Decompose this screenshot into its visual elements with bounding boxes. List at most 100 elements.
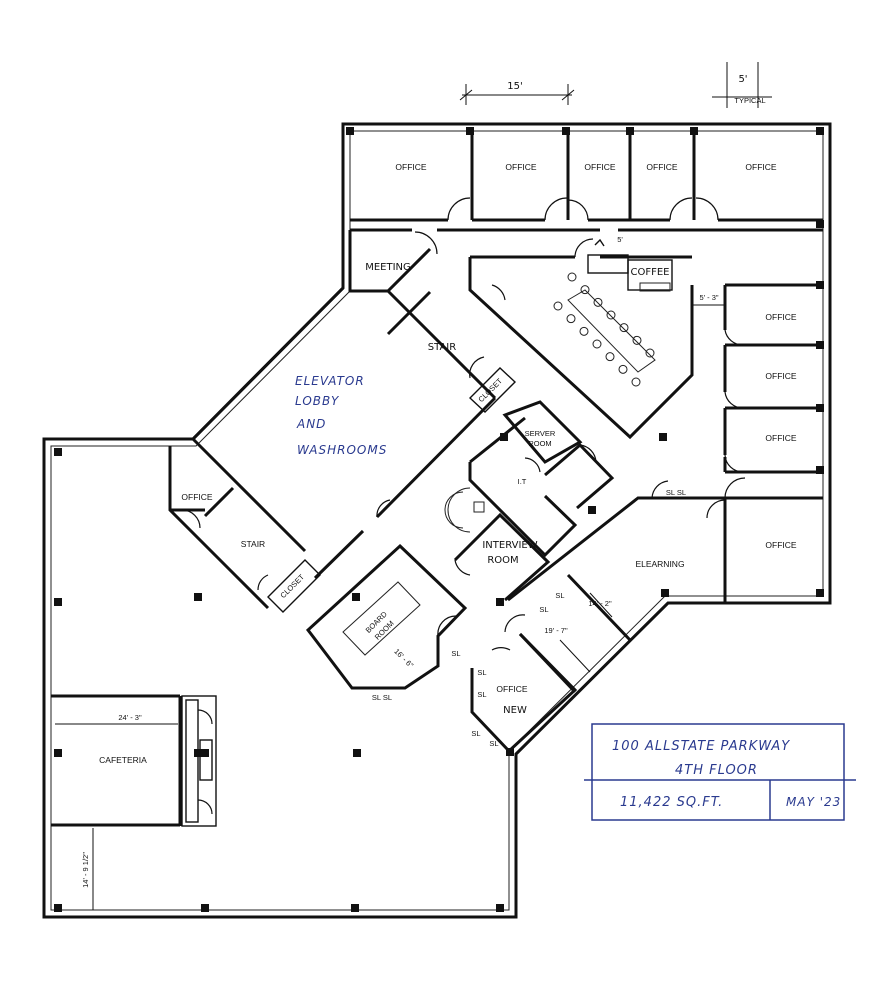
cafeteria: 24' - 3" CAFETERIA 14' - 9 1/2" <box>51 694 217 910</box>
chair <box>566 314 576 324</box>
new-sl-2: SL <box>477 690 486 699</box>
column-2 <box>562 127 570 135</box>
interview-label-1: INTERVIEW <box>482 540 537 551</box>
chair <box>619 323 629 333</box>
title-line-2: 4TH FLOOR <box>675 763 758 778</box>
column-18 <box>496 904 504 912</box>
stair-upper-label: STAIR <box>428 342 456 353</box>
coffee-area: COFFEE 5' 5' - 3" <box>587 235 725 306</box>
column-16 <box>496 598 504 606</box>
column-27 <box>353 749 361 757</box>
server-label-2: ROOM <box>528 439 551 448</box>
office-top-1-label: OFFICE <box>395 162 426 172</box>
office-right-4-label: OFFICE <box>765 540 796 550</box>
chair <box>605 352 615 362</box>
title-line-1: 100 ALLSTATE PARKWAY <box>612 739 790 754</box>
elearn-sl-1: SL <box>555 591 564 600</box>
chair <box>593 297 603 307</box>
column-12 <box>661 589 669 597</box>
column-21 <box>54 904 62 912</box>
elearning-room: ELEARNING 14' - 2" 19' - 7" SL SL SL SL <box>504 480 725 694</box>
meeting-room: MEETING <box>348 228 438 293</box>
office-top-3-label: OFFICE <box>584 162 615 172</box>
column-6 <box>816 220 824 228</box>
column-1 <box>466 127 474 135</box>
closet-lower-label: CLOSET <box>278 572 306 600</box>
column-26 <box>352 593 360 601</box>
chair <box>553 301 563 311</box>
top-dimensions: 15' 5' TYPICAL <box>459 62 772 108</box>
dim-5-label: 5' <box>617 235 623 244</box>
coffee-label: COFFEE <box>631 267 670 278</box>
chair <box>580 285 590 295</box>
server-label-1: SERVER <box>525 429 556 438</box>
server-it-interview: SERVER ROOM I.T INTERVIEW ROOM <box>444 400 615 602</box>
title-date: MAY '23 <box>786 795 841 809</box>
left-office-stair: OFFICE STAIR CLOSET <box>168 446 321 613</box>
dim-5-3-label: 5' - 3" <box>699 293 718 302</box>
board-room: BOARD ROOM 16' - 6" SL SL SL <box>305 543 468 702</box>
office-left-label: OFFICE <box>181 492 212 502</box>
column-24 <box>54 448 62 456</box>
chair <box>618 364 628 374</box>
board-dim-label: 16' - 6" <box>392 647 415 670</box>
column-10 <box>816 466 824 474</box>
title-area: 11,422 SQ.FT. <box>620 795 723 810</box>
office-new-label-2: NEW <box>503 705 527 716</box>
it-label: I.T <box>518 477 527 486</box>
new-office: OFFICE NEW SL SL SL SL <box>470 632 578 754</box>
interview-label-2: ROOM <box>487 555 518 566</box>
dim-19-7-label: 19' - 7" <box>544 626 568 635</box>
elearning-label: ELEARNING <box>635 559 684 569</box>
chair <box>631 377 641 387</box>
lobby-line-4: WASHROOMS <box>297 443 387 457</box>
lobby-line-1: ELEVATOR <box>295 374 365 388</box>
central-walls <box>437 228 823 440</box>
column-14 <box>500 433 508 441</box>
office-top-2-label: OFFICE <box>505 162 536 172</box>
cafeteria-label: CAFETERIA <box>99 755 147 765</box>
new-sl-1: SL <box>477 668 486 677</box>
title-block: 100 ALLSTATE PARKWAY 4TH FLOOR 11,422 SQ… <box>584 723 856 821</box>
chair <box>592 339 602 349</box>
mullion-note: TYPICAL <box>734 96 765 105</box>
board-sl-2: SL SL <box>372 693 392 702</box>
lobby-line-2: LOBBY <box>295 394 340 408</box>
column-13 <box>659 433 667 441</box>
column-0 <box>346 127 354 135</box>
chair <box>632 335 642 345</box>
right-offices: OFFICE OFFICE OFFICE OFFICE <box>706 283 823 603</box>
mullion-label: 5' <box>738 74 747 85</box>
right-sl-pair: SL SL <box>666 488 686 497</box>
cafe-dim-label: 24' - 3" <box>118 713 142 722</box>
elearn-sl-2: SL <box>539 605 548 614</box>
office-right-3-label: OFFICE <box>765 433 796 443</box>
meeting-label: MEETING <box>365 262 411 273</box>
column-11 <box>816 589 824 597</box>
column-5 <box>816 127 824 135</box>
new-sl-3: SL <box>471 729 480 738</box>
chair <box>645 348 655 358</box>
lobby-line-3: AND <box>296 417 326 431</box>
column-28 <box>201 749 209 757</box>
stair-lower-label: STAIR <box>241 539 265 549</box>
new-sl-4: SL <box>489 739 498 748</box>
column-20 <box>201 904 209 912</box>
cafe-dim-vert-label: 14' - 9 1/2" <box>81 852 90 888</box>
elevator-lobby-core: STAIR CLOSET ELEVATOR LOBBY AND WASHROOM… <box>191 286 517 580</box>
column-15 <box>588 506 596 514</box>
closet-upper-label: CLOSET <box>476 376 504 404</box>
board-sl-1: SL <box>451 649 460 658</box>
office-right-2-label: OFFICE <box>765 371 796 381</box>
column-25 <box>194 593 202 601</box>
top-offices: OFFICE OFFICE OFFICE OFFICE OFFICE <box>350 131 823 222</box>
office-top-4-label: OFFICE <box>646 162 677 172</box>
office-new-label-1: OFFICE <box>496 684 527 694</box>
chair <box>567 272 577 282</box>
office-top-5-label: OFFICE <box>745 162 776 172</box>
chair <box>606 310 616 320</box>
bay-width-label: 15' <box>507 81 522 92</box>
column-19 <box>351 904 359 912</box>
chair <box>579 326 589 336</box>
